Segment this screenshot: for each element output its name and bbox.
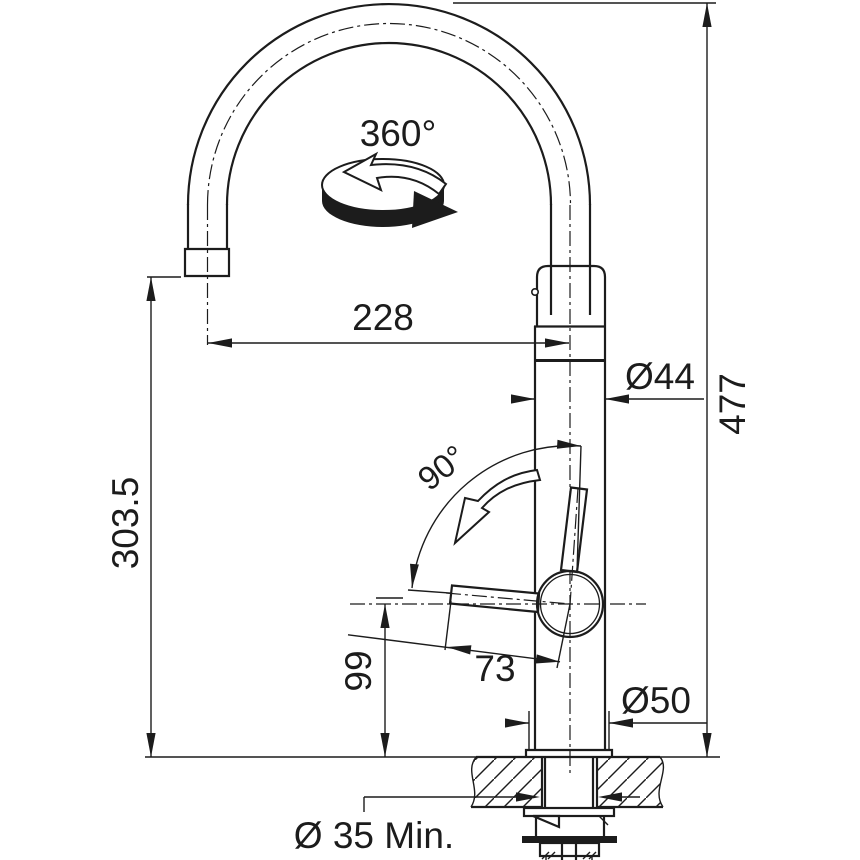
base-diameter-label: Ø50 bbox=[621, 680, 691, 721]
lever-height-label: 99 bbox=[338, 650, 379, 691]
swivel-arc bbox=[411, 444, 582, 589]
mounting-hole-label: Ø 35 Min. bbox=[294, 815, 454, 856]
rotation-symbol: 360° bbox=[321, 113, 458, 228]
counter-hatch-left bbox=[471, 757, 542, 807]
dim-lever-length: 73 bbox=[347, 600, 571, 689]
spout-tip-collar bbox=[183, 247, 231, 278]
lever-axis-centerline bbox=[445, 592, 571, 605]
dim-base-diameter: Ø50 bbox=[505, 680, 707, 749]
dim-mounting-hole: Ø 35 Min. bbox=[294, 792, 640, 856]
swivel-collar bbox=[535, 264, 607, 326]
dim-spout-clearance: 303.5 bbox=[105, 276, 181, 757]
swivel-range-label: 360° bbox=[360, 113, 437, 154]
spout-inner-arc bbox=[225, 41, 553, 206]
set-screw-detail bbox=[530, 287, 539, 296]
spout-clearance-label: 303.5 bbox=[105, 477, 146, 570]
handle-lever-horizontal bbox=[448, 584, 541, 614]
body-diameter-label: Ø44 bbox=[625, 356, 695, 397]
rotation-arrow-outline bbox=[341, 151, 448, 196]
spout-centerline-arc bbox=[206, 22, 572, 206]
total-height-label: 477 bbox=[712, 373, 753, 435]
countertop-cross-section bbox=[145, 755, 720, 809]
spout-arc bbox=[183, 2, 592, 345]
lever-swivel-annotation: 90° bbox=[410, 438, 582, 589]
lever-length-label: 73 bbox=[474, 648, 515, 689]
mounting-wedge bbox=[532, 814, 561, 829]
mounting-nut bbox=[538, 841, 601, 858]
dim-total-height: 477 bbox=[453, 2, 753, 757]
gasket bbox=[522, 836, 617, 843]
dim-body-diameter: Ø44 bbox=[511, 356, 704, 404]
vertical-lever-centerline bbox=[569, 487, 579, 606]
handle-assembly bbox=[350, 445, 646, 639]
spout-reach-label: 228 bbox=[352, 297, 414, 338]
vertical-lever-extension bbox=[576, 445, 582, 573]
thread-marks bbox=[541, 851, 597, 860]
rotation-arrow-black bbox=[412, 191, 458, 228]
counter-hatch-right bbox=[597, 757, 664, 807]
dim-spout-reach: 228 bbox=[208, 297, 569, 348]
counter-break-right bbox=[658, 756, 665, 808]
handle-joint-inner bbox=[539, 573, 601, 635]
counter-break-left bbox=[470, 756, 477, 808]
swivel-direction-arrow bbox=[453, 468, 542, 546]
mounting-hardware bbox=[522, 757, 617, 860]
lever-swivel-label: 90° bbox=[411, 438, 473, 498]
horizontal-lever-extension bbox=[407, 589, 453, 594]
faucet-body bbox=[524, 205, 614, 777]
mounting-washer bbox=[522, 806, 616, 818]
spout-outer-arc bbox=[186, 2, 592, 206]
handle-lever-vertical bbox=[559, 486, 589, 574]
handle-joint-outer bbox=[535, 569, 605, 639]
base-flange bbox=[524, 748, 614, 757]
dim-lever-height: 99 bbox=[338, 597, 403, 757]
